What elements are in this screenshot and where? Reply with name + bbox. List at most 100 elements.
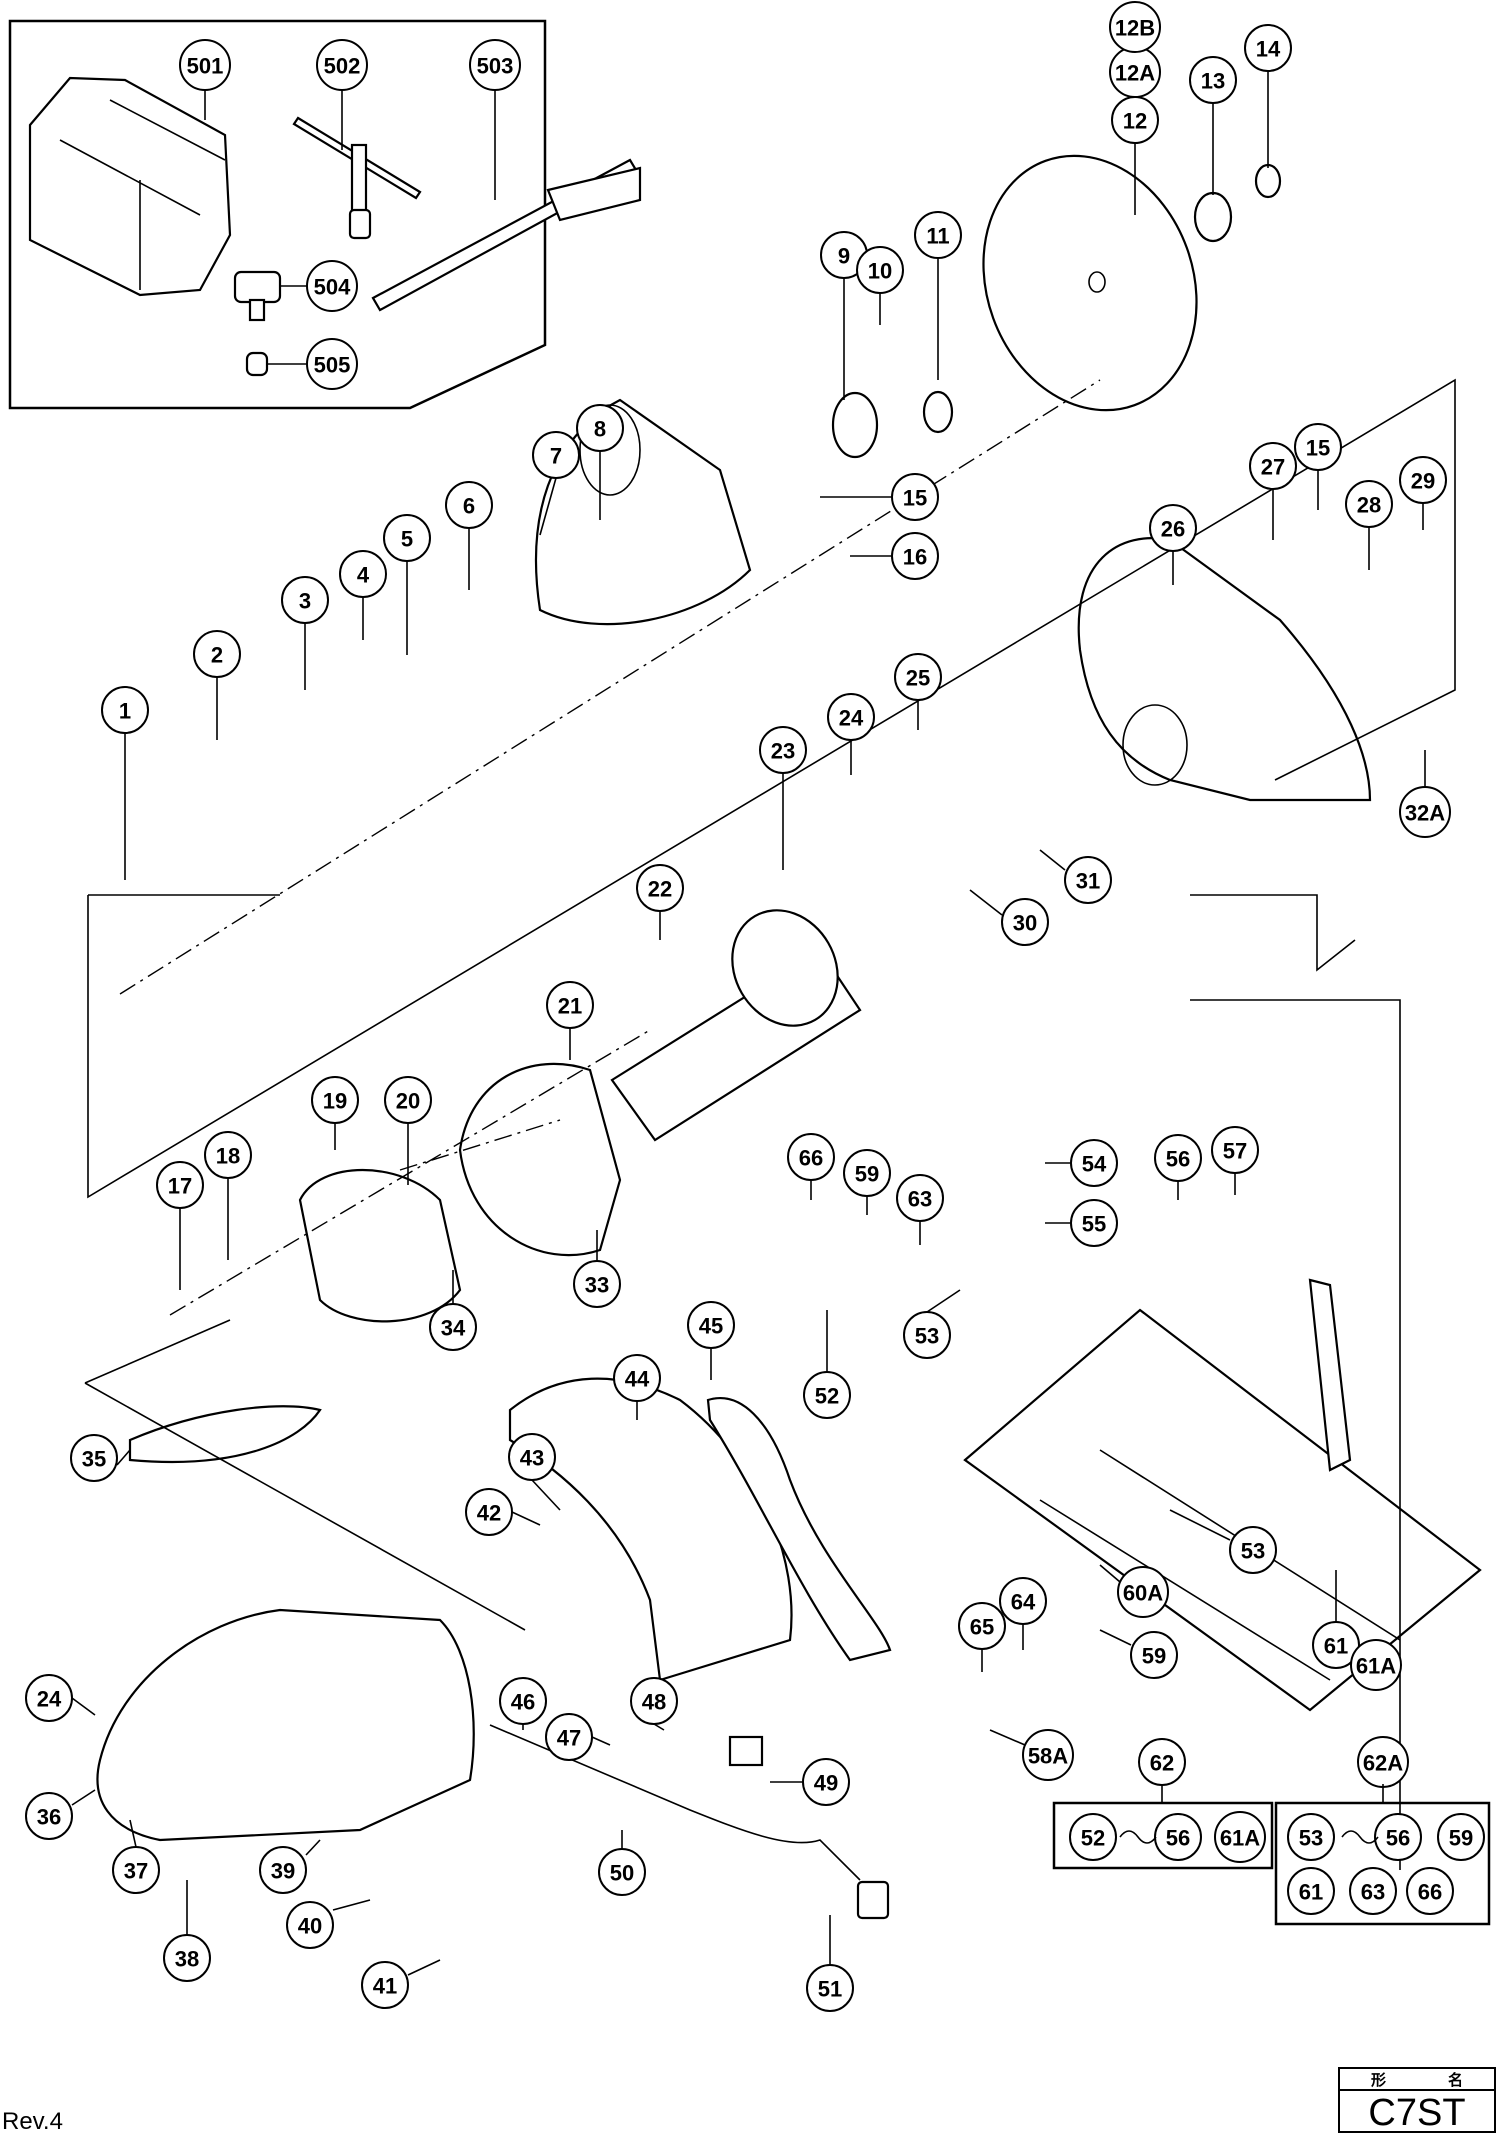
- leader-line: [305, 1839, 321, 1856]
- callout-label: 2: [211, 643, 223, 668]
- callout-53: 53: [903, 1311, 951, 1359]
- cord-drawing: [489, 1724, 861, 1881]
- kit-callout-52: 52: [1069, 1813, 1117, 1861]
- callout-circle: [286, 1901, 334, 1949]
- callout-19: 19: [311, 1076, 359, 1124]
- callout-label: 61A: [1220, 1826, 1260, 1851]
- callout-10: 10: [856, 246, 904, 294]
- callout-14: 14: [1244, 24, 1292, 72]
- callout-29: 29: [1399, 456, 1447, 504]
- callout-label: 55: [1082, 1212, 1106, 1237]
- callout-circle: [573, 1260, 621, 1308]
- callout-label: 23: [771, 739, 795, 764]
- callout-label: 35: [82, 1447, 106, 1472]
- callout-53: 53: [1229, 1526, 1277, 1574]
- callout-label: 40: [298, 1914, 322, 1939]
- leader-line: [539, 477, 557, 536]
- callout-circle: [1070, 1139, 1118, 1187]
- callout-label: 27: [1261, 455, 1285, 480]
- callout-circle: [1189, 56, 1237, 104]
- washer-11-drawing: [922, 390, 954, 434]
- callout-label: 39: [271, 1859, 295, 1884]
- callout-57: 57: [1211, 1126, 1259, 1174]
- callout-13: 13: [1189, 56, 1237, 104]
- callout-circle: [25, 1792, 73, 1840]
- callout-3: 3: [281, 576, 329, 624]
- callout-circle: [1117, 1566, 1169, 1618]
- callout-circle: [1109, 1, 1161, 53]
- callout-5: 5: [383, 514, 431, 562]
- callout-47: 47: [545, 1713, 593, 1761]
- callout-label: 66: [1418, 1880, 1442, 1905]
- washer-13-drawing: [1193, 191, 1233, 243]
- callout-61: 61: [1312, 1621, 1360, 1669]
- callout-circle: [465, 1488, 513, 1536]
- callout-label: 53: [1299, 1826, 1323, 1851]
- callout-6: 6: [445, 481, 493, 529]
- carrying-case-drawing: [28, 76, 232, 297]
- callout-46: 46: [499, 1677, 547, 1725]
- callout-12A: 12A: [1109, 46, 1161, 98]
- callout-circle: [306, 338, 358, 390]
- callout-label: 7: [550, 444, 562, 469]
- callout-label: 19: [323, 1089, 347, 1114]
- callout-24: 24: [827, 693, 875, 741]
- callout-label: 1: [119, 699, 131, 724]
- callout-label: 9: [838, 244, 850, 269]
- callout-23: 23: [759, 726, 807, 774]
- callout-label: 24: [839, 706, 864, 731]
- callout-circle: [1312, 1621, 1360, 1669]
- callout-circle: [803, 1371, 851, 1419]
- callout-label: 15: [903, 486, 927, 511]
- callout-label: 502: [324, 54, 361, 79]
- callout-4: 4: [339, 550, 387, 598]
- callout-55: 55: [1070, 1199, 1118, 1247]
- callout-42: 42: [465, 1488, 513, 1536]
- callout-circle: [787, 1133, 835, 1181]
- callout-label: 61A: [1356, 1654, 1396, 1679]
- callout-label: 48: [642, 1690, 666, 1715]
- leader-line: [969, 889, 1003, 916]
- callout-circle: [469, 39, 521, 91]
- guide-rule-drawing: [371, 158, 642, 312]
- callout-31: 31: [1064, 856, 1112, 904]
- callout-24: 24: [25, 1674, 73, 1722]
- callout-label: 501: [187, 54, 224, 79]
- callout-label: 50: [610, 1861, 634, 1886]
- callout-61A: 61A: [1350, 1639, 1402, 1691]
- callout-circle: [598, 1848, 646, 1896]
- callout-label: 49: [814, 1771, 838, 1796]
- callout-label: 61: [1324, 1634, 1348, 1659]
- callout-circle: [856, 246, 904, 294]
- kit-callout-56: 56: [1374, 1813, 1422, 1861]
- model-header: 形 名: [1340, 2069, 1494, 2091]
- callout-20: 20: [384, 1076, 432, 1124]
- callout-circle: [508, 1433, 556, 1481]
- callout-505: 505: [306, 338, 358, 390]
- callout-21: 21: [546, 981, 594, 1029]
- callout-circle: [1154, 1134, 1202, 1182]
- callout-label: 16: [903, 545, 927, 570]
- callout-circle: [1064, 856, 1112, 904]
- callout-label: 13: [1201, 69, 1225, 94]
- leader-line: [116, 1449, 131, 1466]
- leader-line: [1169, 1509, 1231, 1541]
- callout-label: 505: [314, 353, 351, 378]
- tilde-62A: [1341, 1830, 1379, 1844]
- callout-circle: [1149, 504, 1197, 552]
- bolt-14-drawing: [1254, 163, 1282, 199]
- callout-60A: 60A: [1117, 1566, 1169, 1618]
- revision-label: Rev.4: [2, 2108, 63, 2135]
- flange-9-drawing: [831, 391, 879, 459]
- callout-circle: [1214, 1811, 1266, 1863]
- callout-circle: [532, 431, 580, 479]
- callout-circle: [1287, 1867, 1335, 1915]
- callout-501: 501: [179, 39, 231, 91]
- leader-line: [591, 1736, 611, 1746]
- callout-label: 64: [1011, 1590, 1036, 1615]
- callout-circle: [429, 1303, 477, 1351]
- callout-circle: [1070, 1199, 1118, 1247]
- callout-circle: [383, 514, 431, 562]
- callout-7: 7: [532, 431, 580, 479]
